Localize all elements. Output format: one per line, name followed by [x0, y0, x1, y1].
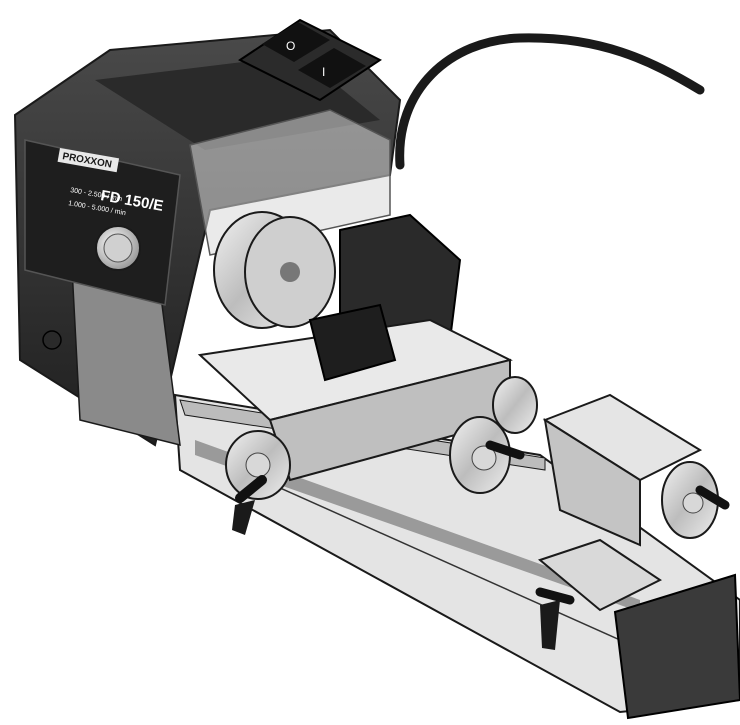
carriage-handwheel[interactable]	[225, 430, 291, 535]
carriage	[197, 303, 513, 482]
bed-end-cap	[613, 573, 740, 720]
tailstock-clamp-lever[interactable]	[535, 587, 575, 650]
cross-slide-handwheel[interactable]	[449, 416, 525, 494]
three-jaw-chuck	[213, 211, 336, 329]
power-cable	[395, 33, 705, 170]
switch-off-label: O	[286, 39, 295, 53]
switch-on-label: I	[322, 65, 325, 79]
control-panel	[24, 139, 181, 306]
power-switch[interactable]	[238, 18, 382, 102]
reset-button[interactable]	[42, 330, 62, 350]
tailstock-handwheel[interactable]	[661, 461, 730, 539]
speed-dial-knob[interactable]	[95, 225, 141, 271]
tailstock	[492, 376, 703, 612]
